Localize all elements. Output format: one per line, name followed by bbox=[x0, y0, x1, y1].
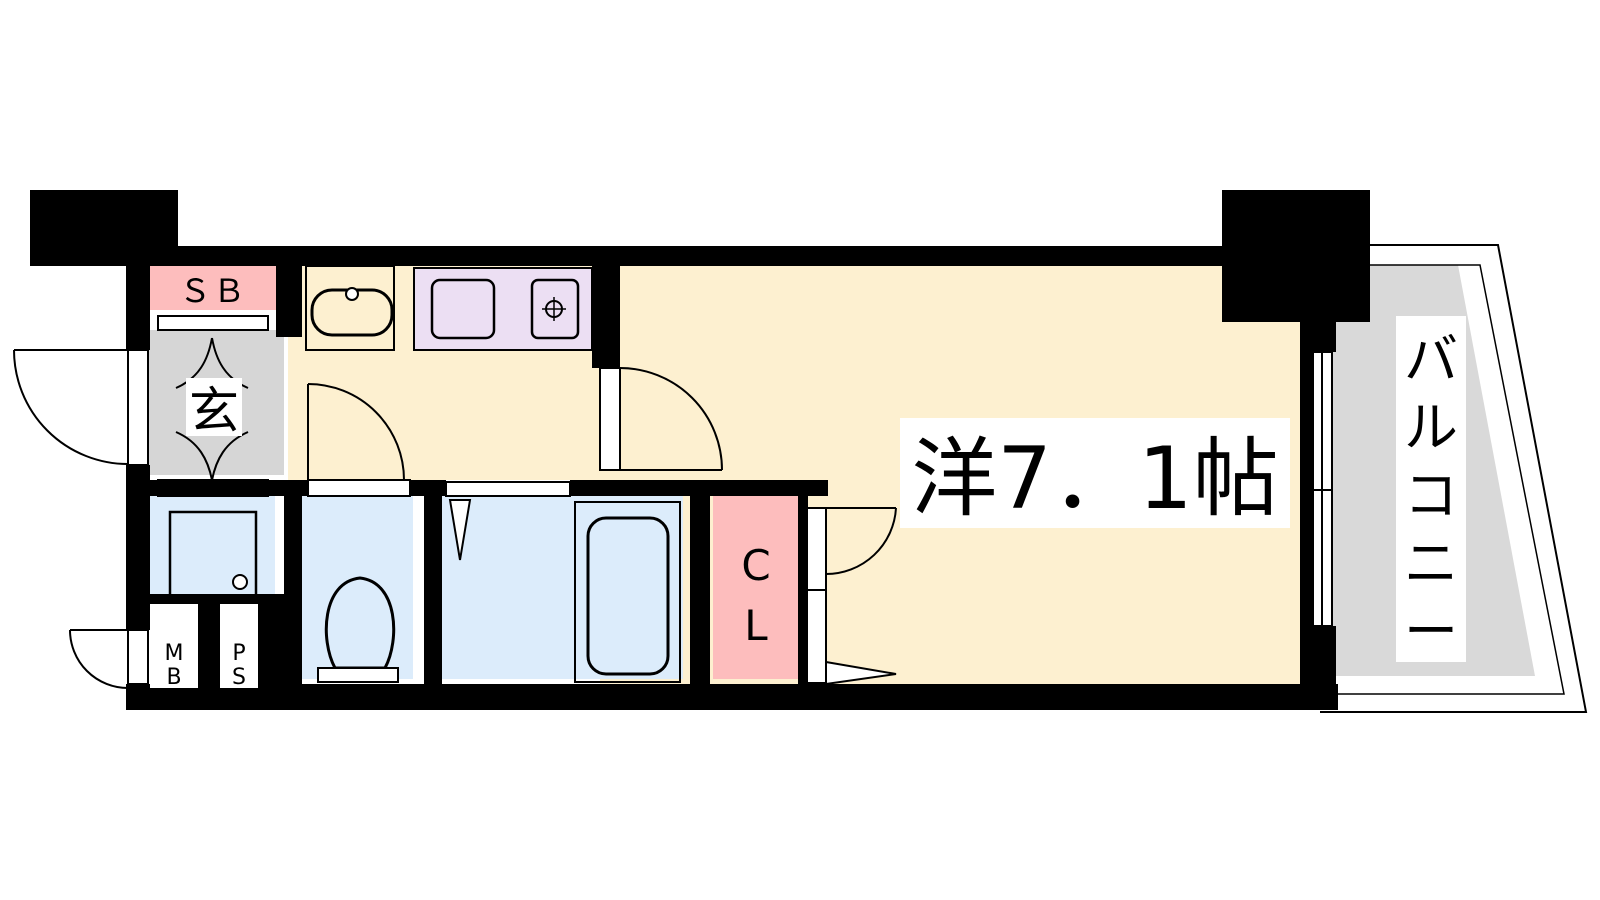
meter-box-label-bg bbox=[150, 634, 198, 688]
bathtub-icon bbox=[574, 501, 681, 683]
meter-box-label-m: M bbox=[165, 641, 184, 666]
pipe-space-label-bg bbox=[220, 634, 258, 688]
doors bbox=[13, 315, 1333, 689]
toilet-floor bbox=[298, 496, 413, 679]
entrance-label-bg bbox=[186, 378, 242, 436]
washbasin-icon bbox=[310, 287, 394, 337]
washing-machine-pan-icon bbox=[168, 510, 258, 598]
meter-box-label-b: B bbox=[166, 665, 181, 690]
kitchen-door bbox=[599, 367, 723, 471]
toilet-door bbox=[307, 383, 411, 497]
balcony-rail bbox=[1320, 244, 1588, 713]
pipe-space-label-p: P bbox=[232, 641, 245, 666]
shoe-box-label: ＳＢ bbox=[179, 272, 247, 310]
balcony-inner-outline bbox=[1321, 264, 1565, 695]
walls bbox=[30, 190, 1370, 710]
entrance-label: 玄 bbox=[189, 382, 239, 440]
labels: ＳＢ 玄 M B P S C L 洋7．1帖 バ ル コ ニ ー bbox=[150, 272, 1466, 690]
bath-door-strip bbox=[445, 481, 571, 497]
shoe-box bbox=[150, 265, 276, 310]
kitchen-counter bbox=[413, 267, 593, 351]
pipe-space-label-s: S bbox=[232, 665, 246, 690]
closet-door bbox=[805, 507, 897, 686]
main-room-label: 洋7．1帖 bbox=[911, 429, 1278, 529]
closet bbox=[713, 496, 798, 679]
toilet-icon bbox=[317, 576, 399, 683]
gas-burner-icon bbox=[530, 278, 580, 340]
balcony-label-1: バ bbox=[1404, 328, 1458, 391]
bathroom-floor bbox=[435, 496, 683, 679]
closet-label-c: C bbox=[741, 541, 770, 590]
front-door bbox=[13, 349, 149, 466]
balcony-label-3: コ bbox=[1404, 464, 1458, 527]
balcony-label-bg bbox=[1396, 316, 1466, 662]
meter-box-door bbox=[69, 629, 149, 689]
shower-icon bbox=[448, 499, 472, 561]
balcony-label-4: ニ bbox=[1404, 532, 1458, 595]
closet-label-l: L bbox=[744, 601, 768, 650]
main-room-label-bg bbox=[900, 418, 1290, 528]
balcony-label-2: ル bbox=[1404, 396, 1458, 459]
balcony-label-5: ー bbox=[1404, 600, 1458, 663]
